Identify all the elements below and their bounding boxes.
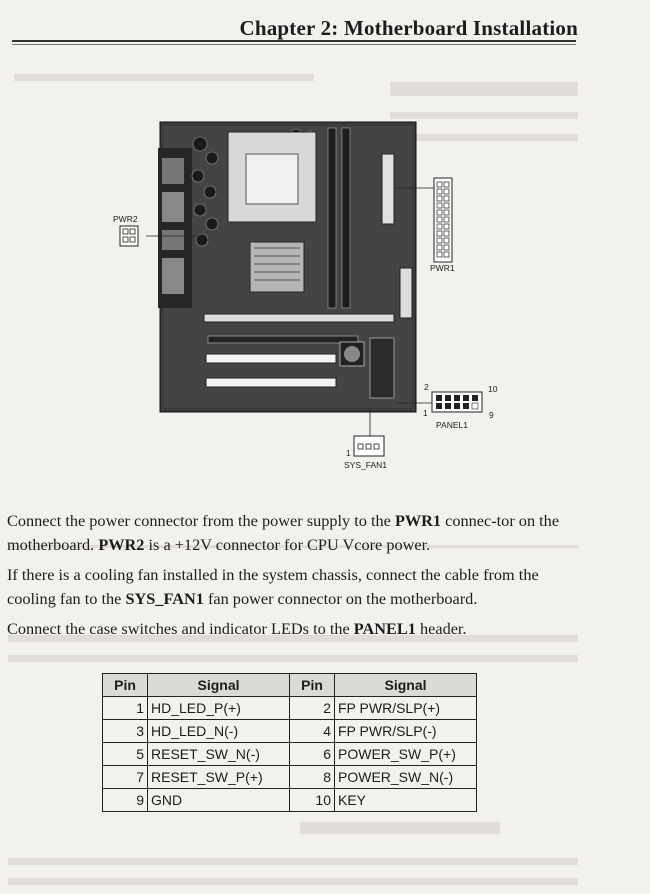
signal-cell: HD_LED_P(+) — [147, 696, 290, 720]
signal-cell: RESET_SW_N(-) — [147, 742, 290, 766]
pin-cell: 7 — [102, 765, 148, 789]
pin-cell: 1 — [102, 696, 148, 720]
pin-cell: 9 — [102, 788, 148, 812]
table-row: 1 HD_LED_P(+) 2 FP PWR/SLP(+) — [102, 696, 477, 720]
paragraph-fan: If there is a cooling fan installed in t… — [7, 565, 539, 608]
table-row: 5 RESET_SW_N(-) 6 POWER_SW_P(+) — [102, 742, 477, 766]
table-row: 3 HD_LED_N(-) 4 FP PWR/SLP(-) — [102, 719, 477, 743]
pin-cell: 2 — [289, 696, 335, 720]
pcie-slot — [203, 313, 395, 323]
pin-cell: 3 — [102, 719, 148, 743]
pwr1-connector — [433, 177, 453, 263]
signal-cell: FP PWR/SLP(-) — [334, 719, 477, 743]
motherboard-figure: PWR2 PWR1 2 10 1 9 PANEL1 1 SYS_FAN1 — [100, 118, 500, 488]
label-sys-fan1: SYS_FAN1 — [344, 460, 387, 470]
signal-cell: FP PWR/SLP(+) — [334, 696, 477, 720]
header-rule-thin — [12, 44, 576, 45]
column-header: Pin — [102, 673, 148, 697]
label-panel-pin-2: 2 — [424, 382, 429, 392]
table-header-row: Pin Signal Pin Signal — [102, 673, 477, 697]
label-panel-pin-9: 9 — [489, 410, 494, 420]
pin-cell: 10 — [289, 788, 335, 812]
column-header: Pin — [289, 673, 335, 697]
label-panel-pin-10: 10 — [488, 384, 498, 394]
label-fan-pin-1: 1 — [346, 448, 351, 458]
sys-fan1-connector — [353, 435, 385, 457]
table-row: 7 RESET_SW_P(+) 8 POWER_SW_N(-) — [102, 765, 477, 789]
label-panel1: PANEL1 — [436, 420, 468, 430]
column-header: Signal — [147, 673, 290, 697]
pin-cell: 5 — [102, 742, 148, 766]
pin-cell: 8 — [289, 765, 335, 789]
signal-cell: HD_LED_N(-) — [147, 719, 290, 743]
pin-cell: 4 — [289, 719, 335, 743]
panel1-pin-table: Pin Signal Pin Signal 1 HD_LED_P(+) 2 FP… — [102, 673, 477, 812]
dimm-slot — [327, 127, 337, 309]
pci-slot — [205, 353, 337, 364]
motherboard-diagram — [119, 121, 483, 457]
pin-cell: 6 — [289, 742, 335, 766]
signal-cell: RESET_SW_P(+) — [147, 765, 290, 789]
chipset-heatsink — [249, 241, 305, 293]
label-pwr2: PWR2 — [113, 214, 138, 224]
signal-cell: KEY — [334, 788, 477, 812]
panel1-connector — [431, 391, 483, 413]
pwr2-connector — [119, 225, 139, 247]
paragraph-pwr: Connect the power connector from the pow… — [7, 511, 560, 554]
pci-slot — [205, 377, 337, 388]
signal-cell: POWER_SW_N(-) — [334, 765, 477, 789]
label-panel-pin-1: 1 — [423, 408, 428, 418]
table-row: 9 GND 10 KEY — [102, 788, 477, 812]
signal-cell: GND — [147, 788, 290, 812]
column-header: Signal — [334, 673, 477, 697]
paragraph-panel: Connect the case switches and indicator … — [7, 619, 467, 638]
header-rule — [12, 40, 576, 42]
chapter-title: Chapter 2: Motherboard Installation — [239, 16, 578, 40]
signal-cell: POWER_SW_P(+) — [334, 742, 477, 766]
dimm-slot — [341, 127, 351, 309]
label-pwr1: PWR1 — [430, 263, 455, 273]
